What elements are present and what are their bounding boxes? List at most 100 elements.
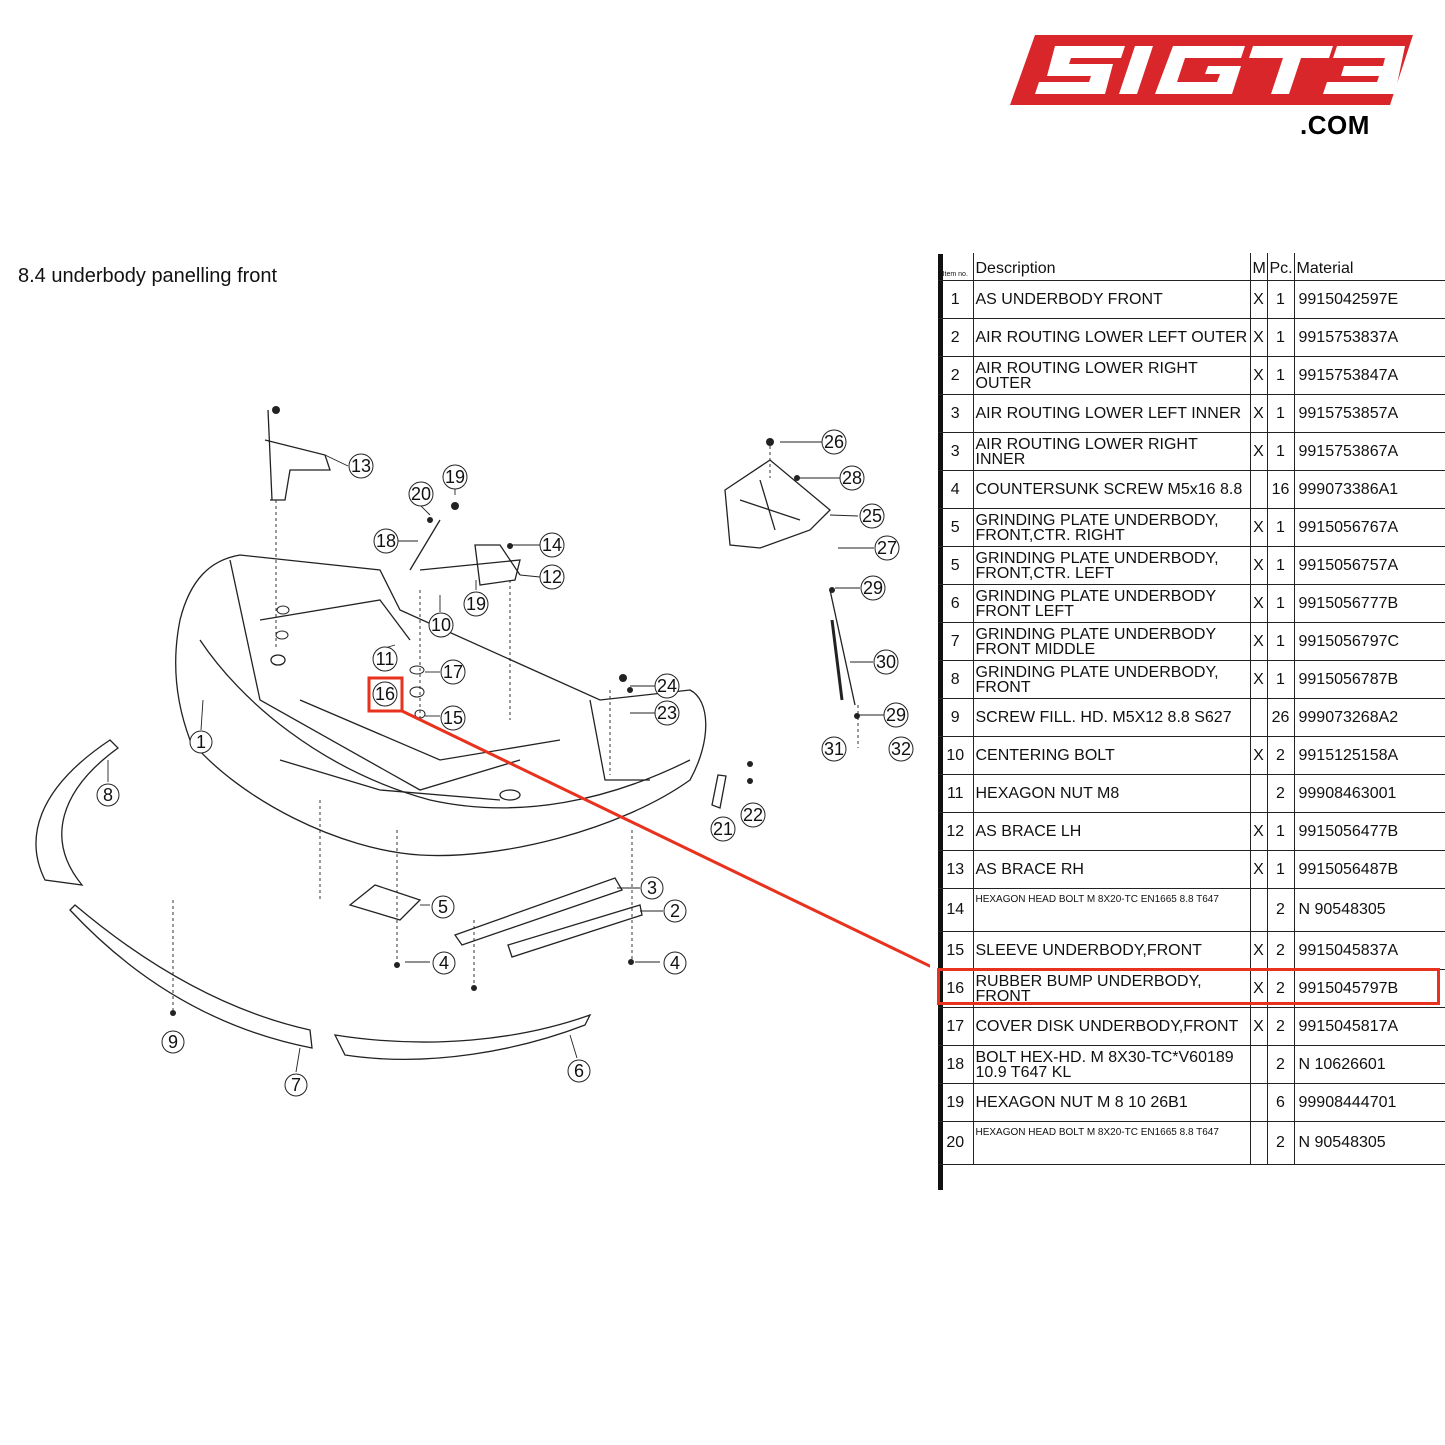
callout-29: 29 [860, 575, 886, 601]
row-material: 9915056477B [1294, 812, 1445, 851]
svg-text:20: 20 [411, 484, 431, 504]
row-material: 9915753847A [1294, 356, 1445, 395]
row-item-no: 10 [938, 736, 974, 775]
row-item-no: 6 [938, 584, 974, 623]
row-pc: 1 [1267, 394, 1295, 433]
row-m [1250, 1083, 1268, 1122]
svg-text:19: 19 [445, 467, 465, 487]
row-pc: 2 [1267, 969, 1295, 1008]
svg-text:5: 5 [438, 897, 448, 917]
row-m [1250, 888, 1268, 932]
row-item-no: 15 [938, 931, 974, 970]
row-description: SLEEVE UNDERBODY,FRONT [973, 931, 1251, 970]
row-description: HEXAGON HEAD BOLT M 8X20-TC EN1665 8.8 T… [973, 1121, 1251, 1165]
row-material: 9915753857A [1294, 394, 1445, 433]
callout-2: 2 [663, 899, 687, 923]
svg-text:26: 26 [824, 432, 844, 452]
svg-text:32: 32 [891, 739, 911, 759]
callout-12: 12 [539, 564, 565, 590]
row-material: 9915056777B [1294, 584, 1445, 623]
row-description: GRINDING PLATE UNDERBODY FRONT LEFT [973, 584, 1251, 623]
grinding-plate-7 [69, 904, 313, 1049]
callout-20: 20 [408, 481, 434, 507]
callout-5: 5 [431, 895, 455, 919]
svg-text:7: 7 [291, 1075, 301, 1095]
row-m: X [1250, 394, 1268, 433]
row-pc: 1 [1267, 660, 1295, 699]
row-pc: 1 [1267, 318, 1295, 357]
row-pc: 1 [1267, 280, 1295, 319]
grinding-plate-5 [348, 884, 422, 921]
row-material: N 90548305 [1294, 888, 1445, 932]
row-m: X [1250, 812, 1268, 851]
row-description: AS UNDERBODY FRONT [973, 280, 1251, 319]
row-item-no: 5 [938, 546, 974, 585]
row-item-no: 14 [938, 888, 974, 932]
bracket-25 [724, 459, 831, 549]
row-material: N 10626601 [1294, 1045, 1445, 1084]
row-m: X [1250, 622, 1268, 661]
svg-text:12: 12 [542, 567, 562, 587]
row-pc: 1 [1267, 508, 1295, 547]
row-item-no: 17 [938, 1007, 974, 1046]
row-pc: 2 [1267, 1007, 1295, 1046]
row-item-no: 2 [938, 318, 974, 357]
row-m: X [1250, 356, 1268, 395]
callout-18: 18 [373, 528, 399, 554]
row-description: AS BRACE LH [973, 812, 1251, 851]
row-m: X [1250, 584, 1268, 623]
svg-text:22: 22 [743, 805, 763, 825]
svg-text:4: 4 [670, 953, 680, 973]
row-material: 9915056757A [1294, 546, 1445, 585]
svg-text:21: 21 [713, 819, 733, 839]
row-pc: 6 [1267, 1083, 1295, 1122]
row-m: X [1250, 508, 1268, 547]
section-title: 8.4 underbody panelling front [18, 265, 278, 287]
row-description: COVER DISK UNDERBODY,FRONT [973, 1007, 1251, 1046]
row-pc: 26 [1267, 698, 1295, 737]
row-item-no: 1 [938, 280, 974, 319]
svg-text:9: 9 [168, 1032, 178, 1052]
grinding-plate-8 [35, 739, 119, 886]
row-pc: 1 [1267, 584, 1295, 623]
row-material: N 90548305 [1294, 1121, 1445, 1165]
row-description: GRINDING PLATE UNDERBODY FRONT MIDDLE [973, 622, 1251, 661]
row-description: AIR ROUTING LOWER LEFT OUTER [973, 318, 1251, 357]
callout-32: 32 [888, 736, 914, 762]
row-description: AIR ROUTING LOWER LEFT INNER [973, 394, 1251, 433]
row-item-no: 5 [938, 508, 974, 547]
svg-text:27: 27 [877, 538, 897, 558]
row-material: 99908463001 [1294, 774, 1445, 813]
row-pc: 2 [1267, 1045, 1295, 1084]
row-material: 9915045797B [1294, 969, 1445, 1008]
underbody-tray [175, 554, 707, 857]
callout-3: 3 [640, 876, 664, 900]
grinding-plate-6 [333, 1013, 592, 1060]
callout-17: 17 [440, 659, 466, 685]
